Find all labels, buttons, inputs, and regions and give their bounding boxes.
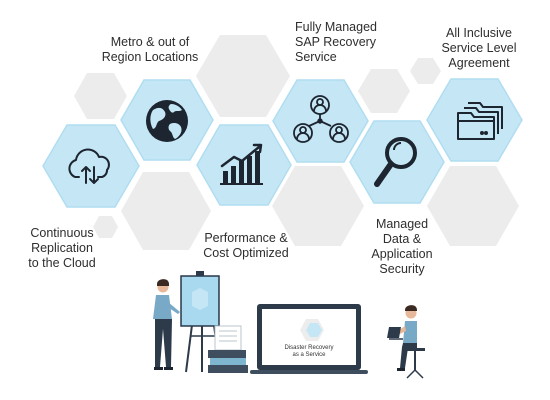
- easel-illustration: [180, 271, 221, 373]
- bg-hex: [196, 35, 290, 117]
- label-security: Managed Data & Application Security: [362, 217, 442, 277]
- label-line: Metro & out of: [110, 35, 190, 49]
- laptop-illustration: [250, 304, 368, 374]
- label-line: Agreement: [448, 56, 510, 70]
- hex-continuous-replication: [42, 124, 140, 208]
- bg-hex: [121, 172, 211, 250]
- label-line: Data &: [382, 232, 422, 246]
- label-line: Service Level: [441, 41, 517, 55]
- bg-hex: [358, 69, 410, 113]
- label-line: Performance &: [204, 231, 288, 245]
- bg-hex: [74, 73, 127, 119]
- folders-icon: [457, 102, 503, 140]
- label-line: Application: [371, 247, 433, 261]
- books-stack: [208, 325, 248, 373]
- laptop-screen-caption: Disaster Recovery as a Service: [273, 345, 345, 359]
- label-line: Security: [379, 262, 425, 276]
- label-line: Service: [295, 50, 337, 64]
- caption-line: as a Service: [292, 352, 326, 358]
- label-line: Continuous: [30, 226, 94, 240]
- globe-icon: [146, 100, 188, 142]
- label-continuous-replication: Continuous Replication to the Cloud: [20, 226, 104, 271]
- caption-line: Disaster Recovery: [284, 345, 334, 351]
- growth-chart-icon: [220, 143, 263, 185]
- hex-security: [349, 120, 445, 204]
- label-line: Region Locations: [101, 50, 199, 64]
- background-hexagons: [74, 35, 519, 250]
- sitting-person: [387, 305, 425, 379]
- label-line: SAP Recovery: [295, 35, 377, 49]
- label-line: Replication: [31, 241, 93, 255]
- magnifier-icon: [374, 137, 417, 187]
- label-line: Managed: [375, 217, 429, 231]
- label-line: to the Cloud: [28, 256, 96, 270]
- cloud-sync-icon: [68, 148, 110, 184]
- label-line: Fully Managed: [295, 20, 377, 34]
- label-sla: All Inclusive Service Level Agreement: [430, 26, 528, 71]
- label-line: Cost Optimized: [203, 246, 289, 260]
- label-managed-sap: Fully Managed SAP Recovery Service: [295, 20, 405, 65]
- bg-hex: [272, 166, 364, 246]
- label-performance: Performance & Cost Optimized: [196, 231, 296, 261]
- label-metro-locations: Metro & out of Region Locations: [90, 35, 210, 65]
- bg-hex: [410, 58, 441, 84]
- bg-hex: [93, 216, 118, 238]
- bg-hex: [427, 166, 519, 246]
- presenter-person: [153, 279, 180, 370]
- user-network-icon: [293, 95, 349, 143]
- label-line: All Inclusive: [446, 26, 512, 40]
